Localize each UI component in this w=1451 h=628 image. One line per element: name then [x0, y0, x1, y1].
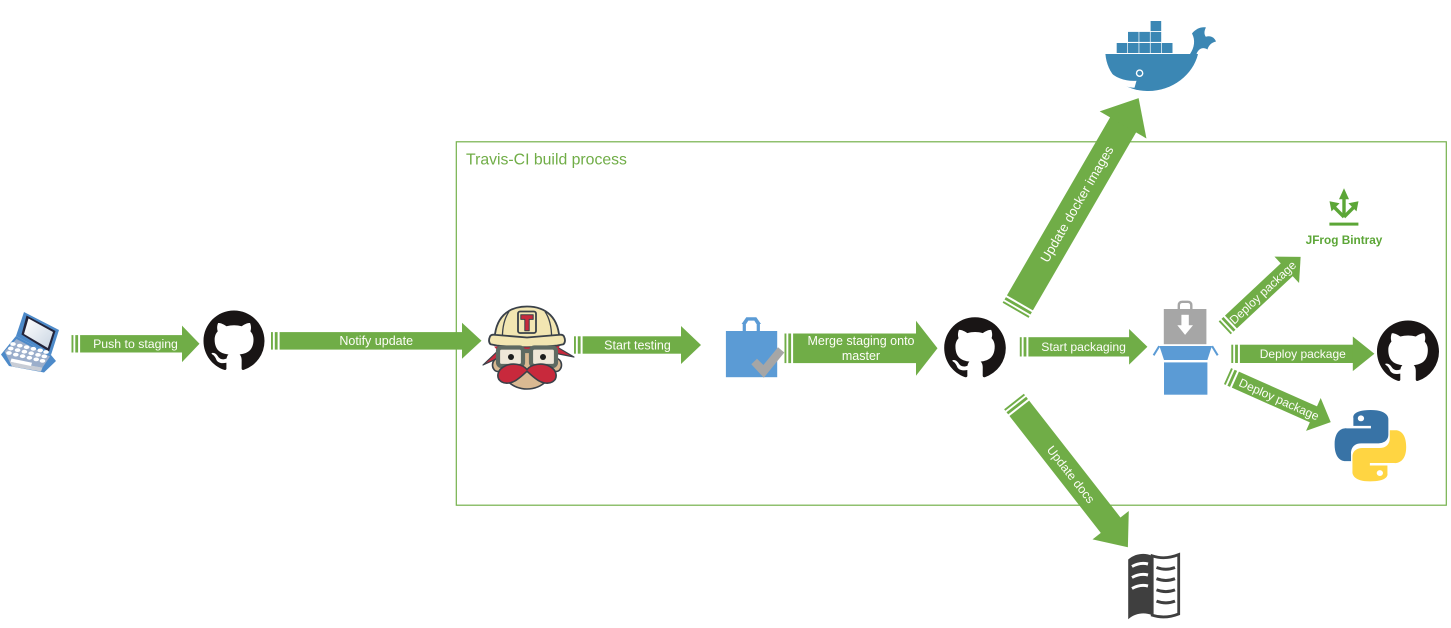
- svg-text:Notify update: Notify update: [339, 334, 413, 348]
- svg-text:Travis-CI build process: Travis-CI build process: [466, 152, 627, 169]
- svg-text:Push to staging: Push to staging: [93, 337, 178, 351]
- svg-text:Deploy package: Deploy package: [1260, 347, 1346, 361]
- svg-text:Start testing: Start testing: [604, 338, 671, 352]
- svg-text:Merge staging onto: Merge staging onto: [807, 334, 914, 348]
- svg-text:Start packaging: Start packaging: [1041, 340, 1126, 354]
- svg-text:master: master: [842, 349, 880, 363]
- svg-text:JFrog Bintray: JFrog Bintray: [1306, 233, 1383, 247]
